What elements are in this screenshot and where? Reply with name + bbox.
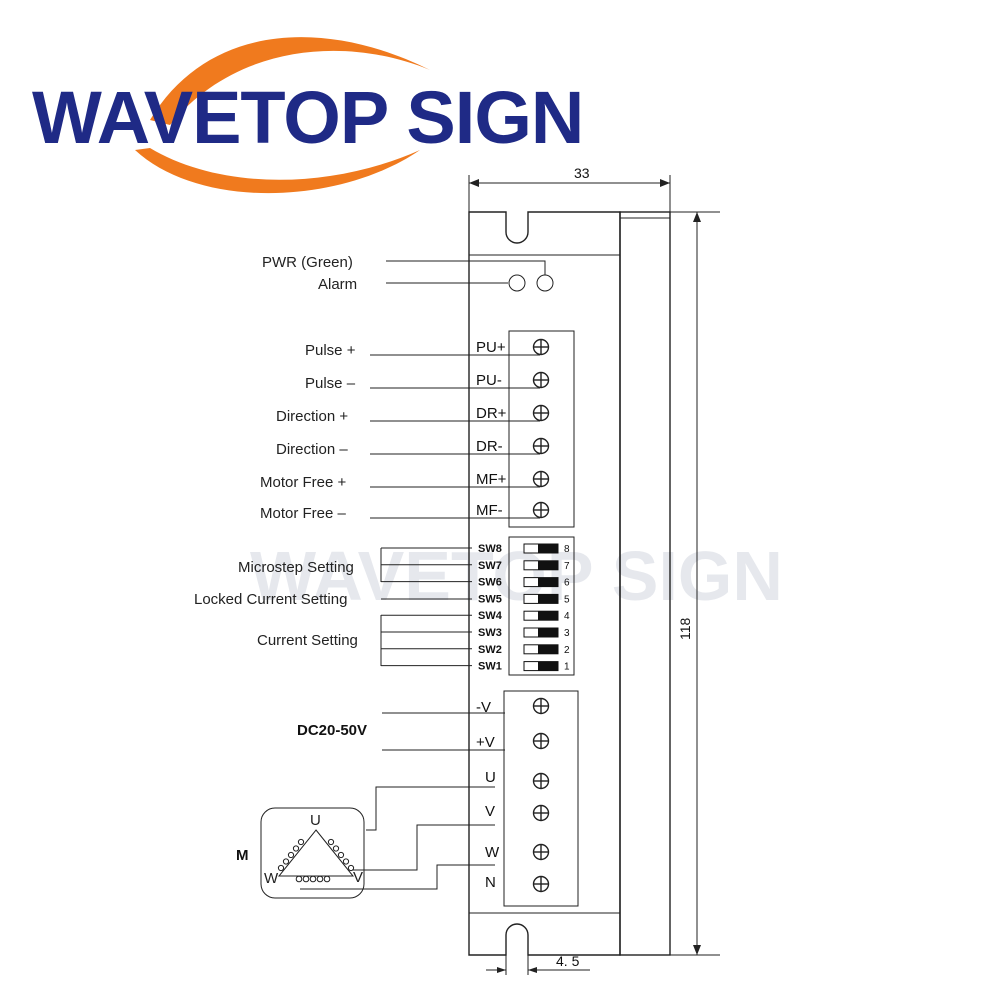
width-value: 33 (574, 165, 590, 181)
dip-switch-number: 7 (564, 561, 570, 572)
height-dimension: 118 (670, 211, 720, 956)
signal-terminal-screw (532, 404, 550, 422)
power-terminal-screw (532, 804, 550, 822)
power-pin-label: U (485, 769, 496, 786)
signal-pin-label: MF- (476, 502, 503, 519)
motor-label: M (236, 847, 249, 864)
dip-switch-toggle (523, 577, 559, 588)
dip-switch-number: 6 (564, 578, 570, 589)
alarm-led (508, 274, 526, 292)
motor-wiring (300, 786, 495, 890)
signal-pin-label: DR+ (476, 405, 507, 422)
power-pin-label: W (485, 844, 500, 861)
locked-current-label: Locked Current Setting (194, 591, 347, 608)
dip-switch-label: SW3 (478, 627, 502, 639)
dip-switch-number: 4 (564, 611, 570, 622)
motor-box (260, 807, 365, 899)
power-terminal-screw (532, 697, 550, 715)
dip-switch-toggle (523, 627, 559, 638)
microstep-label: Microstep Setting (238, 559, 354, 576)
signal-terminal-screw (532, 470, 550, 488)
logo-text: WAVETOP SIGN (32, 76, 583, 159)
status-indicators: PWR (Green) Alarm (262, 254, 554, 293)
pwr-label: PWR (Green) (262, 254, 353, 271)
dip-switch-label: SW4 (478, 610, 503, 622)
watermark-text: WAVETOP SIGN (250, 537, 783, 615)
power-label: DC20-50V (297, 722, 367, 739)
slot-dimension: 4. 5 (486, 953, 590, 975)
dip-switch-number: 1 (564, 662, 570, 673)
height-value: 118 (677, 617, 693, 640)
switch-group-labels: Microstep Setting Locked Current Setting… (194, 548, 472, 666)
power-terminal-block (503, 690, 579, 907)
signal-terminal-screw (532, 338, 550, 356)
signal-pin-label: PU+ (476, 339, 506, 356)
power-terminal-screw (532, 875, 550, 893)
driver-body (468, 211, 671, 956)
signal-pin-label: DR- (476, 438, 503, 455)
dip-switch-label: SW6 (478, 577, 502, 589)
dip-switch-toggle (523, 644, 559, 655)
coil-u-label: U (310, 812, 321, 829)
power-pin-label: +V (476, 734, 495, 751)
dip-switch-label: SW1 (478, 661, 502, 673)
motor-winding-triangle (277, 829, 355, 877)
current-label: Current Setting (257, 632, 358, 649)
dip-switch-toggle (523, 593, 559, 604)
logo-swoosh-lower (135, 148, 420, 194)
signal-terminal-screw (532, 371, 550, 389)
dip-switch-label: SW7 (478, 560, 502, 572)
signal-label: Direction – (276, 441, 348, 458)
signal-terminal-screw (532, 501, 550, 519)
dip-switch-number: 8 (564, 544, 570, 555)
motor-coils (277, 838, 355, 883)
dip-switch-label: SW2 (478, 644, 502, 656)
signal-label: Motor Free + (260, 474, 347, 491)
logo-swoosh (150, 37, 430, 125)
alarm-label: Alarm (318, 276, 357, 293)
coil-v-label: V (353, 869, 363, 886)
power-terminal-screw (532, 843, 550, 861)
dip-switch-block (508, 536, 575, 676)
motor-symbol: M U V W (236, 807, 365, 899)
power-pin-label: N (485, 874, 496, 891)
signal-pin-label: MF+ (476, 471, 507, 488)
signal-terminal-screw (532, 437, 550, 455)
signal-label: Motor Free – (260, 505, 347, 522)
power-terminal-screw (532, 772, 550, 790)
slot-value: 4. 5 (556, 953, 580, 969)
pwr-led (536, 274, 554, 292)
dip-switch-label: SW8 (478, 543, 502, 555)
width-dimension: 33 (468, 165, 671, 212)
signal-label: Direction + (276, 408, 348, 425)
dip-switch-number: 5 (564, 594, 570, 605)
dip-switch-label: SW5 (478, 593, 502, 605)
dip-switch-toggle (523, 560, 559, 571)
signal-label: Pulse – (305, 375, 356, 392)
signal-pin-label: PU- (476, 372, 502, 389)
dip-switch-toggle (523, 661, 559, 672)
signal-label: Pulse + (305, 342, 356, 359)
power-terminal-screw (532, 732, 550, 750)
dip-switch-number: 2 (564, 645, 570, 656)
power-pin-label: -V (476, 699, 491, 716)
dip-switch-number: 3 (564, 628, 570, 639)
coil-w-label: W (264, 870, 279, 887)
signal-terminal-block (508, 330, 575, 528)
power-pin-label: V (485, 803, 495, 820)
brand-logo: WAVETOP SIGN (32, 37, 584, 194)
dip-switch-toggle (523, 610, 559, 621)
dip-switch-toggle (523, 543, 559, 554)
